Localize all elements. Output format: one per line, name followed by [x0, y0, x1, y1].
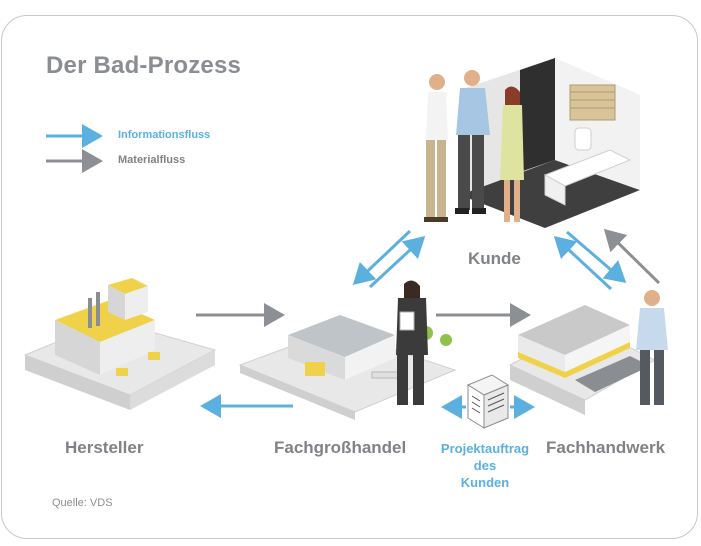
customer-people-illustration	[424, 70, 524, 222]
project-order-line: Kunden	[460, 475, 510, 490]
customer-label: Kunde	[468, 249, 521, 268]
shop-illustration	[508, 305, 657, 415]
bathroom-illustration	[460, 58, 640, 228]
info-flow-trade-to-customer	[553, 235, 613, 291]
project-order-line: Projektauftrag	[440, 441, 530, 456]
factory-illustration	[23, 278, 217, 410]
material-flow-trade-to-customer	[603, 228, 661, 285]
wholesale-person-illustration	[396, 280, 428, 405]
legend-material-flow-label: Materialfluss	[118, 154, 186, 166]
info-flow-customer-to-wholesale	[352, 229, 412, 286]
project-order-label: Projektauftrag des Kunden	[430, 440, 540, 491]
source-note: Quelle: VDS	[52, 497, 113, 509]
trade-label: Fachhandwerk	[546, 438, 666, 457]
diagram-title: Der Bad-Prozess	[46, 52, 242, 79]
trade-person-illustration	[636, 290, 668, 405]
legend-information-flow-label: Informationsfluss	[118, 129, 211, 141]
wholesale-label: Fachgroßhandel	[274, 438, 407, 457]
manufacturer-label: Hersteller	[65, 438, 144, 457]
project-order-line: des	[473, 458, 497, 473]
info-flow-wholesale-to-customer	[368, 235, 426, 289]
project-document-icon	[466, 374, 510, 429]
